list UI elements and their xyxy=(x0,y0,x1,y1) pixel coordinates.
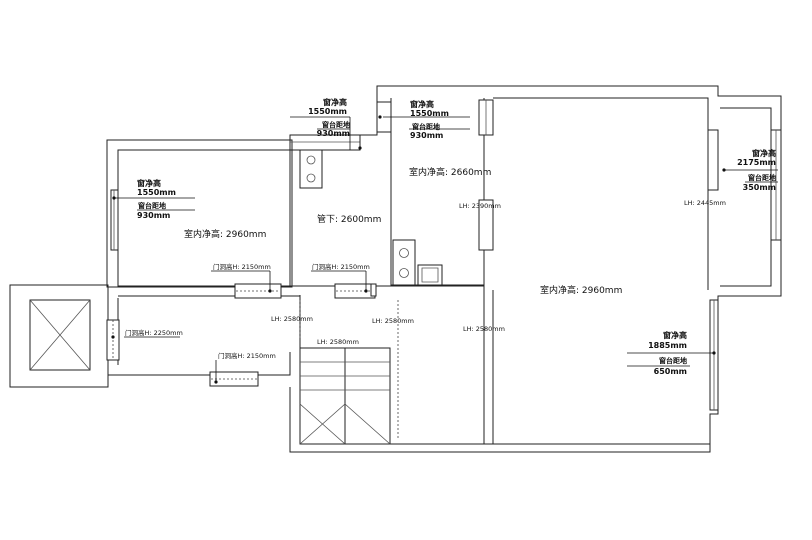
sill-title: 窗台距地 xyxy=(659,356,687,365)
level-height-labels: LH: 2390mm LH: 2445mm LH: 2580mm LH: 258… xyxy=(271,199,726,346)
annotation-right-window: 窗净高 2175mm 窗台距地 350mm xyxy=(737,148,776,192)
sink xyxy=(417,264,443,286)
annotation-left-room-window: 窗净高 1550mm 窗台距地 930mm xyxy=(137,178,176,220)
left-room-window xyxy=(110,189,119,251)
under-pipe-height: 管下: 2600mm xyxy=(317,213,381,225)
shaft-inner xyxy=(29,299,91,371)
stove-top-left xyxy=(299,149,323,189)
annotation-bottom-right-window: 窗净高 1885mm 窗台距地 650mm xyxy=(648,330,687,376)
annotation-top-left-window: 窗净高 1550mm 窗台距地 930mm xyxy=(308,97,350,138)
door-stop xyxy=(370,283,377,297)
annotation-top-center-window: 窗净高 1550mm 窗台距地 930mm xyxy=(410,99,449,140)
sill-value: 930mm xyxy=(317,129,350,138)
sill-title: 窗台距地 xyxy=(748,173,776,182)
main-lh: LH: 2580mm xyxy=(463,325,505,333)
sill-title: 窗台距地 xyxy=(138,201,166,210)
fixtures xyxy=(299,149,443,286)
stove-kitchen xyxy=(392,239,416,286)
bottom-door-gap xyxy=(209,371,259,387)
stair-lh: LH: 2580mm xyxy=(317,338,359,346)
doors xyxy=(106,283,399,440)
window-height-value: 1885mm xyxy=(648,341,687,350)
windows xyxy=(110,99,782,411)
sill-title: 窗台距地 xyxy=(322,120,350,129)
corridor-bottom-door-height: 门洞高H: 2150mm xyxy=(218,351,276,360)
staircase xyxy=(299,347,391,445)
window-height-value: 1550mm xyxy=(410,109,449,118)
sill-value: 930mm xyxy=(137,211,170,220)
sill-value: 350mm xyxy=(743,183,776,192)
window-height-title: 窗净高 xyxy=(663,330,687,340)
partition-opening xyxy=(478,199,494,251)
kitchen-lh: LH: 2390mm xyxy=(459,202,501,210)
leader-lines xyxy=(111,115,778,384)
door-height-labels: 门洞高H: 2150mm 门洞高H: 2150mm 门洞高H: 2250mm 门… xyxy=(125,262,370,360)
right-lh: LH: 2445mm xyxy=(684,199,726,207)
center-door-height: 门洞高H: 2150mm xyxy=(312,262,370,271)
window-height-title: 窗净高 xyxy=(137,178,161,188)
window-height-value: 1550mm xyxy=(308,107,347,116)
window-height-title: 窗净高 xyxy=(752,148,776,158)
sill-title: 窗台距地 xyxy=(412,122,440,131)
left-room-door-height: 门洞高H: 2150mm xyxy=(213,262,271,271)
window-height-title: 窗净高 xyxy=(410,99,434,109)
window-height-title: 窗净高 xyxy=(323,97,347,107)
corridor-lh-2: LH: 2580mm xyxy=(372,317,414,325)
left-room-outer-wall xyxy=(106,139,293,288)
sill-value: 650mm xyxy=(654,367,687,376)
room-height-labels: 室内净高: 2960mm 室内净高: 2660mm 管下: 2600mm 室内净… xyxy=(184,166,622,296)
window-height-value: 2175mm xyxy=(737,158,776,167)
corridor-lh-1: LH: 2580mm xyxy=(271,315,313,323)
main-room-height: 室内净高: 2960mm xyxy=(540,284,622,296)
sill-value: 930mm xyxy=(410,131,443,140)
kitchen-height: 室内净高: 2660mm xyxy=(409,166,491,178)
main-right-window-wall xyxy=(707,129,719,191)
corridor-left-door-height: 门洞高H: 2250mm xyxy=(125,328,183,337)
window-height-value: 1550mm xyxy=(137,188,176,197)
left-room-height: 室内净高: 2960mm xyxy=(184,228,266,240)
outer-walls xyxy=(9,85,782,453)
